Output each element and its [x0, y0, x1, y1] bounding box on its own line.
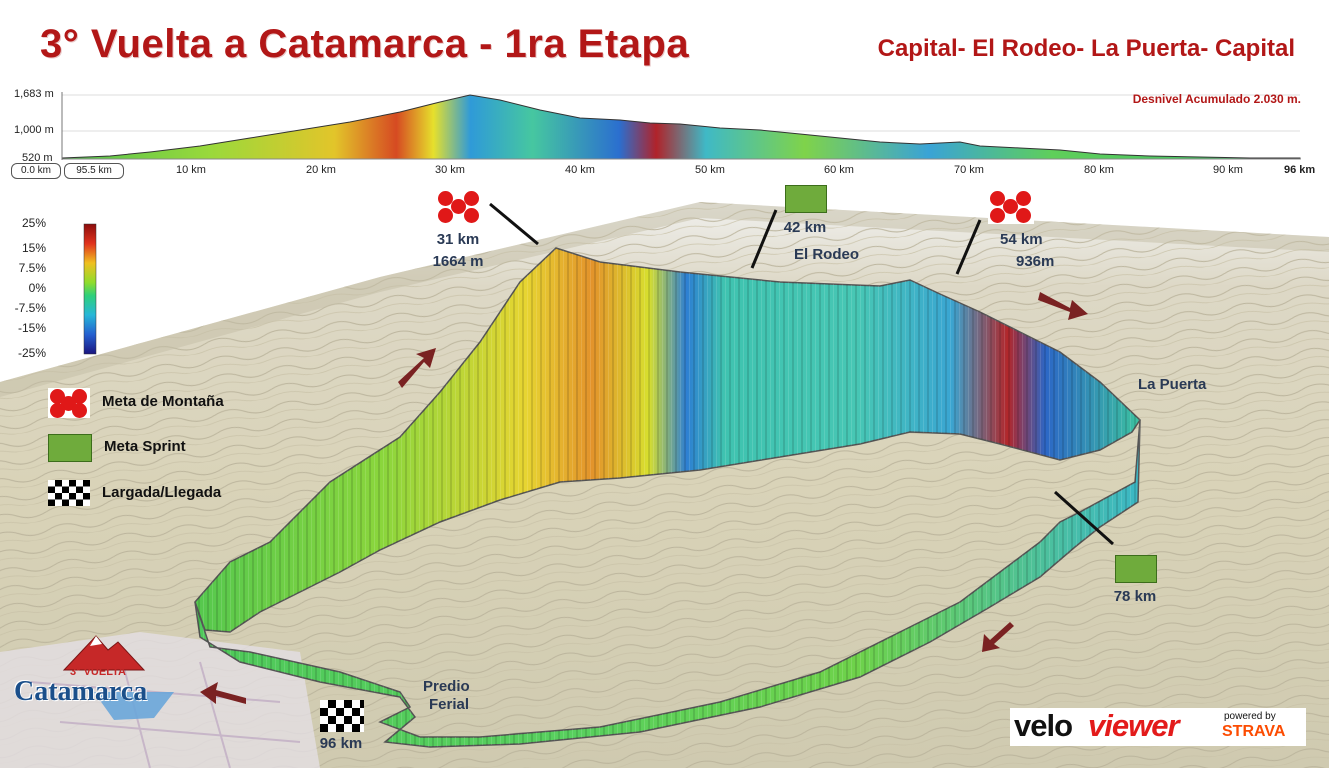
- kom2-km: 54 km: [1000, 231, 1043, 248]
- sprint2-km: 78 km: [1113, 588, 1157, 605]
- legend-sprint-icon: [48, 434, 92, 462]
- elev-label-mid: 1,000 m: [14, 124, 54, 136]
- place-la-puerta: La Puerta: [1138, 376, 1207, 393]
- range-end-label: 95.5 km: [76, 165, 112, 176]
- kom1-altitude: 1664 m: [432, 253, 484, 270]
- km-tick: 80 km: [1084, 164, 1114, 176]
- logo-big-text: Catamarca: [14, 676, 148, 707]
- sprint-marker-icon: [785, 185, 827, 213]
- desnivel-label: Desnivel Acumulado 2.030 m.: [1132, 92, 1301, 106]
- legend-mountain-label: Meta de Montaña: [102, 393, 224, 410]
- km-tick: 30 km: [435, 164, 465, 176]
- km-tick: 50 km: [695, 164, 725, 176]
- elev-label-max: 1,683 m: [14, 88, 54, 100]
- km-tick: 90 km: [1213, 164, 1243, 176]
- legend-start-finish-label: Largada/Llegada: [102, 484, 222, 501]
- kom1-km: 31 km: [436, 231, 480, 248]
- scale-label: 15%: [21, 241, 46, 255]
- gradient-scale-bar: [83, 223, 97, 355]
- sprint1-km: 42 km: [783, 219, 827, 236]
- sprint-marker-icon: [1115, 555, 1157, 583]
- veloviewer-logo[interactable]: velo viewer powered by STRAVA: [1010, 708, 1306, 746]
- page-title: 3° Vuelta a Catamarca - 1ra Etapa: [40, 22, 690, 66]
- km-tick: 70 km: [954, 164, 984, 176]
- scale-label: 0%: [28, 281, 46, 295]
- arrow-icon: [982, 622, 1014, 652]
- elevation-profile[interactable]: 1,683 m 1,000 m 520 m Desnivel Acumulado…: [0, 88, 1329, 182]
- range-end-box[interactable]: 95.5 km: [64, 163, 124, 179]
- place-el-rodeo: El Rodeo: [794, 246, 860, 263]
- scale-label: 25%: [21, 216, 46, 230]
- vuelta-catamarca-logo: 3° VUELTA Catamarca: [14, 630, 184, 726]
- strava-text: STRAVA: [1222, 723, 1286, 740]
- finish-km: 96 km: [319, 735, 363, 752]
- velo-text: velo: [1014, 708, 1073, 743]
- elev-label-min: 520 m: [22, 152, 53, 164]
- route-subtitle: Capital- El Rodeo- La Puerta- Capital: [877, 35, 1295, 62]
- terrain-map[interactable]: 25% 15% 7.5% 0% -7.5% -15% -25% Meta de …: [0, 182, 1329, 768]
- arrow-icon: [200, 682, 246, 704]
- km-tick: 40 km: [565, 164, 595, 176]
- kom-marker-icon: [988, 190, 1034, 224]
- place-ferial: Ferial: [429, 696, 470, 713]
- km-tick: 10 km: [176, 164, 206, 176]
- kom-marker-icon: [436, 190, 482, 224]
- range-start-label: 0.0 km: [20, 165, 51, 176]
- range-start-box[interactable]: 0.0 km: [11, 163, 61, 179]
- scale-label: -15%: [17, 321, 46, 335]
- legend-sprint-label: Meta Sprint: [104, 438, 186, 455]
- scale-label: -7.5%: [14, 301, 46, 315]
- legend-kom-icon: [48, 388, 90, 418]
- powered-by-text: powered by: [1224, 711, 1276, 722]
- kom2-altitude: 936m: [1016, 253, 1055, 270]
- scale-label: -25%: [17, 346, 46, 360]
- viewer-text: viewer: [1088, 708, 1180, 743]
- logo-small-text: 3° VUELTA: [70, 666, 126, 678]
- km-tick: 20 km: [306, 164, 336, 176]
- km-tick: 60 km: [824, 164, 854, 176]
- arrow-icon: [1038, 292, 1088, 320]
- km-tick-end: 96 km: [1284, 164, 1316, 176]
- place-predio: Predio: [423, 678, 470, 695]
- finish-checkered-flag-icon: [320, 700, 364, 732]
- scale-label: 7.5%: [18, 261, 46, 275]
- legend-checkered-flag-icon: [48, 480, 90, 506]
- arrow-icon: [398, 348, 436, 388]
